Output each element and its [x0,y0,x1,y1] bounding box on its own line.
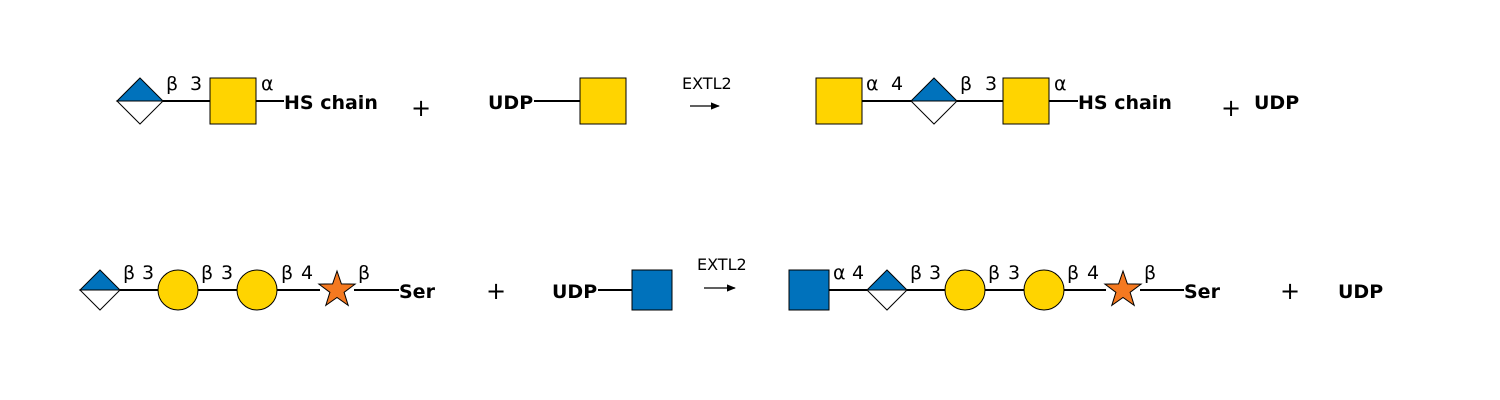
linkage-anomer: α [866,73,879,95]
reaction-2-product: α 4 β 3 β 3 β 4 β Ser [788,262,1221,311]
reaction-2-substrate: β 3 β 3 β 4 β Ser [78,262,436,311]
plus-sign: + [1280,277,1300,305]
linkage-anomer: α [261,73,274,95]
aglycone-label: HS chain [1078,92,1172,114]
enzyme-label: EXTL2 [682,74,732,93]
glcnac-square-icon [788,269,830,311]
linkage-anomer: α [833,262,846,284]
reaction-2-arrow: EXTL2 [697,255,747,292]
linkage-position: 3 [1008,262,1020,284]
linkage-position: 3 [142,262,154,284]
linkage-position: 3 [190,73,202,95]
reaction-1-donor: UDP [488,77,627,125]
reaction-2-donor: UDP [552,269,673,311]
linkage-anomer: β [201,262,213,284]
glcA-diamond-icon [115,77,165,125]
linkage-anomer: β [910,262,922,284]
plus-sign: + [1221,94,1241,122]
linkage-anomer: β [281,262,293,284]
linkage-anomer: β [988,262,1000,284]
glcnac-square-icon [631,269,673,311]
linkage-anomer: β [123,262,135,284]
donor-carrier-label: UDP [488,92,533,114]
byproduct-label: UDP [1338,281,1383,303]
aglycone-label: Ser [1184,281,1221,303]
gal-circle-icon [1023,269,1065,311]
donor-carrier-label: UDP [552,281,597,303]
linkage-position: 4 [891,73,903,95]
galnac-square-icon [815,77,863,125]
reaction-1: β 3 α HS chain + UDP EXTL2 [115,73,1299,125]
linkage-position: 3 [221,262,233,284]
galnac-square-icon [209,77,257,125]
galnac-square-icon [579,77,627,125]
reaction-2: β 3 β 3 β 4 β Ser + UDP EXTL2 [78,255,1383,311]
linkage-position: 4 [301,262,313,284]
gal-circle-icon [157,269,199,311]
linkage-position: 4 [1087,262,1099,284]
byproduct-label: UDP [1254,92,1299,114]
glcA-diamond-icon [909,77,959,125]
aglycone-label: HS chain [284,92,378,114]
gal-circle-icon [944,269,986,311]
plus-sign: + [486,277,506,305]
linkage-anomer: β [166,73,178,95]
linkage-anomer: β [960,73,972,95]
linkage-anomer: β [358,262,370,284]
galnac-square-icon [1002,77,1050,125]
gal-circle-icon [236,269,278,311]
reaction-1-substrate: β 3 α HS chain [115,73,378,125]
linkage-anomer: β [1144,262,1156,284]
plus-sign: + [411,94,431,122]
glcA-diamond-icon [78,269,122,311]
glcA-diamond-icon [865,269,909,311]
linkage-position: 3 [929,262,941,284]
linkage-position: 4 [852,262,864,284]
linkage-anomer: α [1054,73,1067,95]
reaction-1-product: α 4 β 3 α HS chain [815,73,1172,125]
linkage-anomer: β [1067,262,1079,284]
xylose-star-icon [317,269,357,307]
linkage-position: 3 [985,73,997,95]
enzyme-label: EXTL2 [697,255,747,274]
reaction-1-arrow: EXTL2 [682,74,732,110]
aglycone-label: Ser [399,281,436,303]
xylose-star-icon [1103,269,1143,307]
